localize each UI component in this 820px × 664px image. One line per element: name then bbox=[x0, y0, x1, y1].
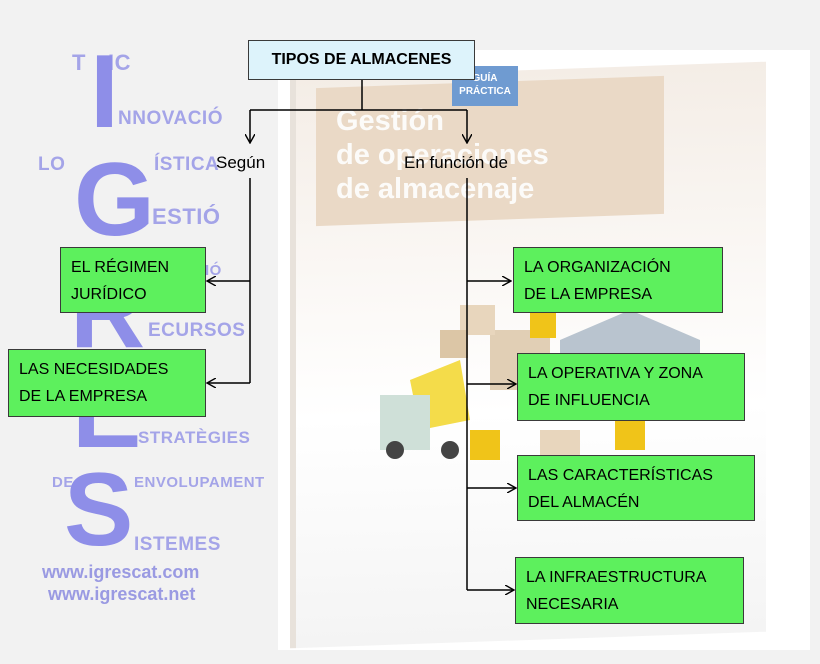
node-caracteristicas-almacen: LAS CARACTERÍSTICAS DEL ALMACÉN bbox=[517, 455, 755, 521]
node-operativa-zona: LA OPERATIVA Y ZONA DE INFLUENCIA bbox=[517, 353, 745, 421]
wm-url-1: www.igrescat.com bbox=[42, 562, 200, 582]
wm-lo: LO bbox=[38, 154, 66, 175]
wm-istemes: ISTEMES bbox=[134, 534, 221, 555]
wm-t: T bbox=[72, 50, 86, 75]
wm-s: S bbox=[64, 452, 134, 568]
node-necesidades-empresa: LAS NECESIDADES DE LA EMPRESA bbox=[8, 349, 206, 417]
node-organizacion-empresa: LA ORGANIZACIÓN DE LA EMPRESA bbox=[513, 247, 723, 313]
wm-g: G bbox=[74, 142, 155, 258]
wm-de: DE bbox=[52, 474, 74, 491]
wm-estrategies: STRATÈGIES bbox=[138, 428, 251, 447]
wm-envolupament: ENVOLUPAMENT bbox=[134, 474, 265, 491]
wm-estio: ESTIÓ bbox=[152, 204, 221, 229]
label-segun: Según bbox=[216, 153, 266, 172]
wm-url-2: www.igrescat.net bbox=[48, 584, 196, 604]
wm-innovacio: NNOVACIÓ bbox=[118, 108, 223, 129]
wm-io: IÓ bbox=[205, 262, 222, 279]
label-en-funcion-de: En función de bbox=[404, 153, 508, 172]
node-infraestructura: LA INFRAESTRUCTURA NECESARIA bbox=[515, 557, 744, 624]
wm-istica: ÍSTICA bbox=[154, 154, 220, 175]
wm-ecursos: ECURSOS bbox=[148, 320, 246, 341]
wm-i: I bbox=[90, 34, 119, 150]
node-regimen-juridico: EL RÉGIMEN JURÍDICO bbox=[60, 247, 206, 313]
book-title: Gestión de operaciones de almacenaje bbox=[336, 105, 549, 205]
diagram-title: TIPOS DE ALMACENES bbox=[248, 40, 475, 80]
wm-c: IC bbox=[108, 50, 131, 75]
